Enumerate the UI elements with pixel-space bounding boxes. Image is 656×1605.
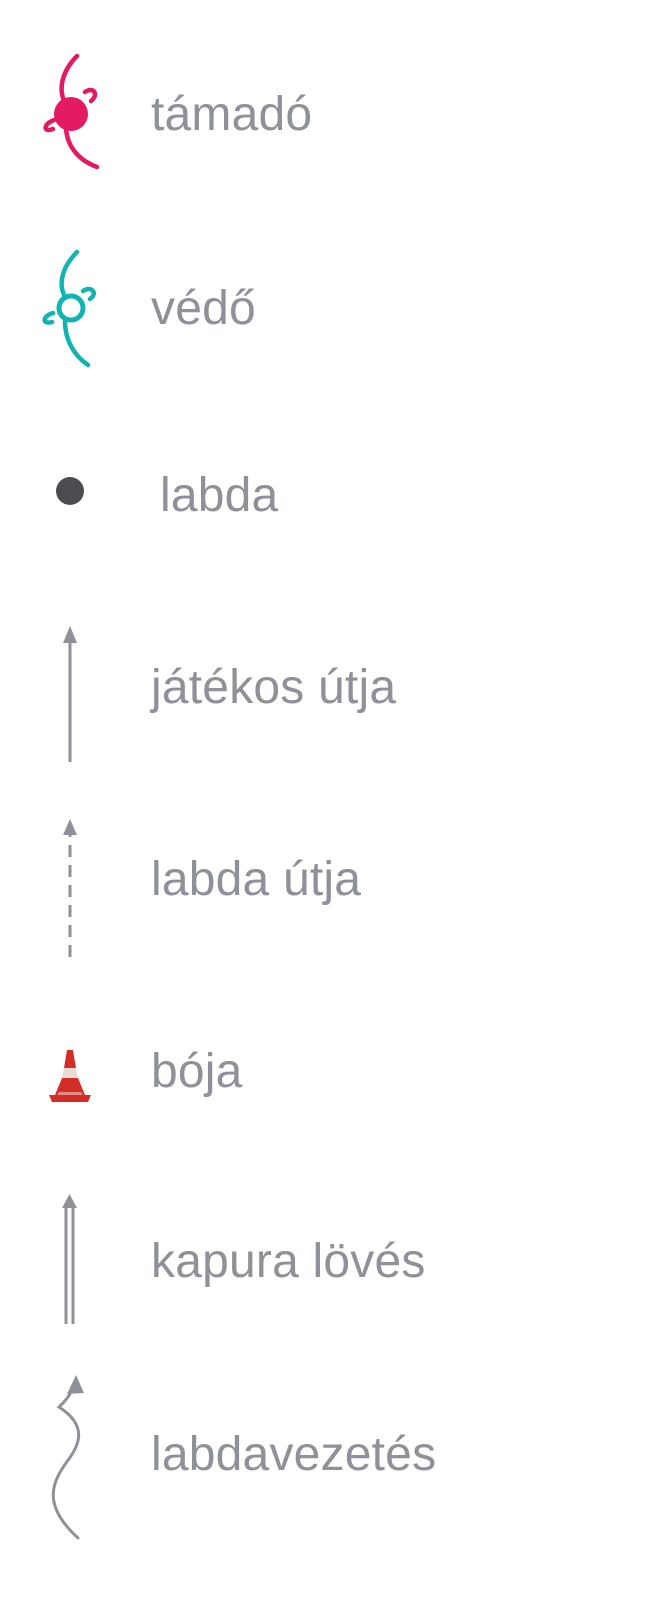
dashed-arrow-icon (20, 790, 120, 970)
legend-label-shot: kapura lövés (151, 1235, 426, 1288)
legend-label-defender: védő (151, 282, 256, 335)
solid-arrow-icon (20, 598, 120, 778)
wavy-arrow-icon (20, 1365, 120, 1545)
cone-icon (20, 982, 120, 1162)
attacker-player-icon (20, 25, 120, 205)
double-arrow-icon (20, 1172, 120, 1352)
legend-label-attacker: támadó (151, 88, 313, 141)
legend-item-ball-path: labda útja (0, 790, 656, 970)
defender-player-icon (20, 219, 120, 399)
legend-label-ball-path: labda útja (151, 853, 362, 906)
legend-label-cone: bója (151, 1045, 243, 1098)
legend-label-ball: labda (160, 469, 279, 522)
legend-item-ball: labda (0, 406, 656, 586)
legend-item-shot: kapura lövés (0, 1172, 656, 1352)
legend-label-dribbling: labdavezetés (151, 1428, 437, 1481)
legend-item-dribbling: labdavezetés (0, 1365, 656, 1545)
ball-icon (20, 406, 120, 586)
legend-item-player-path: játékos útja (0, 598, 656, 778)
legend-label-player-path: játékos útja (151, 661, 397, 714)
legend-item-defender: védő (0, 219, 656, 399)
legend-item-cone: bója (0, 982, 656, 1162)
legend-item-attacker: támadó (0, 25, 656, 205)
